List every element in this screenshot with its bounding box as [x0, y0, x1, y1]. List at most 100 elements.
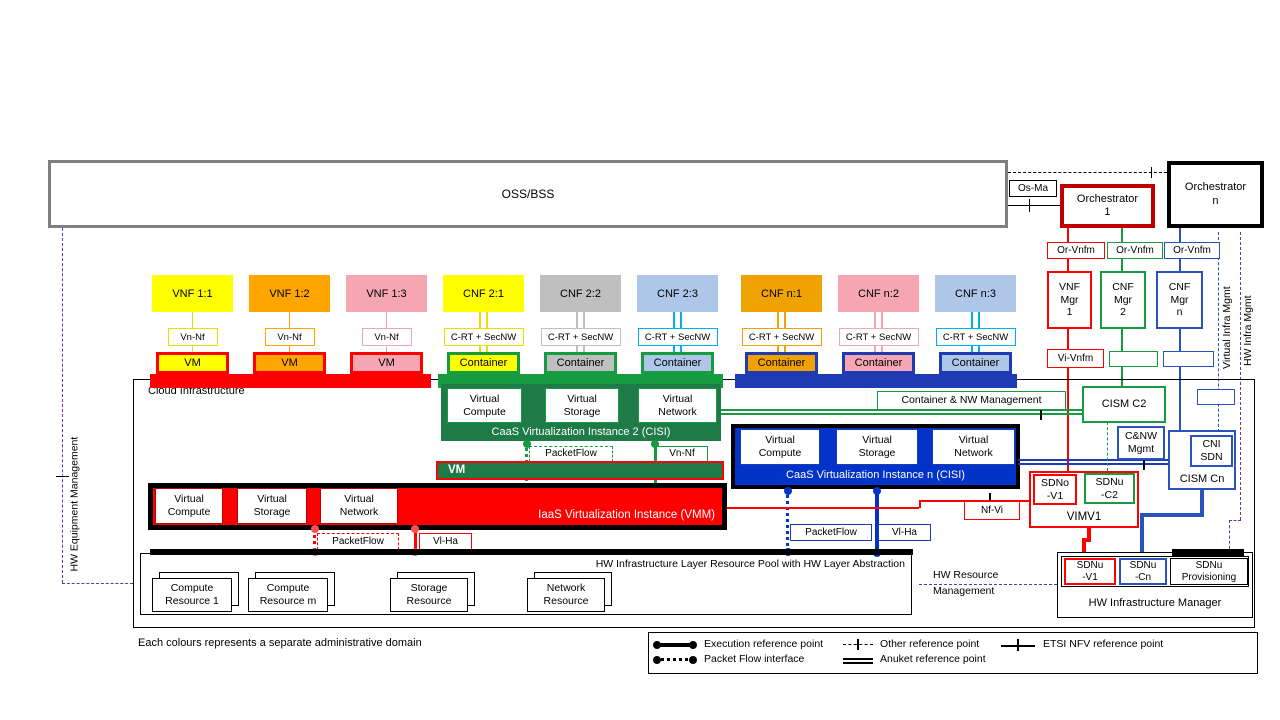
hw-resource-mgmt-label: HW Resource Management: [933, 569, 999, 598]
nf-box: CNF 2:3: [637, 275, 718, 312]
nf-box: CNF 2:1: [443, 275, 524, 312]
hw-infra-mgmt-line-jog: [1229, 520, 1241, 521]
vim-sdnu-red-link-v1: [1087, 528, 1091, 541]
or-vnfm-blue: Or-Vnfm: [1164, 242, 1220, 259]
nf-iface-label: C-RT + SecNW: [741, 328, 822, 346]
other-ref-tick: [1151, 167, 1152, 178]
os-ma-line: [1008, 205, 1060, 206]
iaas-vlha-label: Vl-Ha: [419, 533, 472, 550]
resource-box: Compute Resource 1: [152, 578, 232, 612]
iaas-packetflow-label: PacketFlow: [317, 533, 399, 550]
iaas-domain-bar: [150, 374, 431, 388]
nf-box: VNF 1:1: [152, 275, 233, 312]
hw-abstraction-bar: [150, 549, 913, 555]
legend-other-label: Other reference point: [880, 638, 980, 650]
mgmt-small-blue-box: [1197, 389, 1235, 405]
iaas-title: IaaS Virtualization Instance (VMM): [538, 509, 715, 521]
execution-ref-dot: [689, 641, 697, 649]
nf-box: CNF 2:2: [540, 275, 621, 312]
caasn-vlha-line: [875, 489, 879, 554]
virtual-infra-mgmt-label: Virtual Infra Mgmt: [1221, 286, 1233, 369]
sdnu-c2-box: SDNu -C2: [1084, 473, 1135, 504]
sdno-v1-box: SDNo -V1: [1033, 474, 1077, 505]
nf-runtime-box: VM: [156, 352, 229, 374]
nf-box: CNF n:1: [741, 275, 822, 312]
legend-execution-label: Execution reference point: [704, 638, 824, 650]
or-vnfm-green: Or-Vnfm: [1107, 242, 1163, 259]
exec-dot: [411, 525, 419, 533]
caas2-virtual-network: Virtual Network: [638, 388, 717, 423]
sdnu-v1-box: SDNu -V1: [1064, 558, 1116, 585]
nf-iface-label: C-RT + SecNW: [637, 328, 718, 346]
anuket-blue-line-a: [1018, 459, 1168, 461]
nf-runtime-box: Container: [544, 352, 617, 374]
packet-dot: [784, 487, 792, 495]
nf-iface-label: Vn-Nf: [264, 328, 315, 346]
virtual-infra-mgmt-line: [1218, 232, 1219, 437]
sdnu-cn-box: SDNu -Cn: [1119, 558, 1167, 585]
packet-dot: [311, 525, 319, 533]
oss-bss-label: OSS/BSS: [501, 186, 555, 201]
cloud-infrastructure-label: Cloud Infrastructure: [148, 385, 245, 397]
cism-sdnu-blue-link-v2: [1140, 513, 1144, 558]
nf-vi-line-1: [727, 507, 919, 509]
anuket-ref-icon-a: [843, 658, 873, 660]
hw-equipment-mgmt-line: [62, 228, 63, 583]
cism-c2-box: CISM C2: [1082, 386, 1166, 423]
caasn-domain-bar: [735, 374, 1017, 388]
nf-runtime-box: Container: [842, 352, 915, 374]
caas2-virtual-storage: Virtual Storage: [545, 388, 619, 423]
caasn-virtual-storage: Virtual Storage: [836, 429, 918, 465]
iaas-virtual-storage: Virtual Storage: [237, 488, 307, 524]
nf-iface-label: C-RT + SecNW: [935, 328, 1016, 346]
orchn-cnfm-blue-line: [1179, 228, 1181, 437]
nf-iface-label: Vn-Nf: [361, 328, 412, 346]
hw-pool-title: HW Infrastructure Layer Resource Pool wi…: [595, 558, 905, 570]
iaas-vlha-line: [413, 528, 417, 552]
sdnu-prov-bar: [1172, 549, 1244, 556]
exec-dot: [523, 440, 531, 448]
iaas-virtual-network: Virtual Network: [320, 488, 398, 524]
hw-equipment-mgmt-tick: [56, 476, 69, 477]
nf-box: CNF n:3: [935, 275, 1016, 312]
caasn-packetflow-line: [786, 489, 789, 552]
orchestrator-n-box: Orchestrator n: [1167, 161, 1264, 228]
cnf-mgr-n-box: CNF Mgr n: [1156, 271, 1203, 329]
other-ref-line-oss-orchn: [1008, 172, 1167, 173]
sdnu-provisioning-box: SDNu Provisioning: [1170, 558, 1248, 585]
exec-dot: [651, 440, 659, 448]
packet-flow-dot: [689, 656, 697, 664]
anuket-blue-line-b: [1018, 463, 1168, 465]
caasn-virtual-compute: Virtual Compute: [740, 429, 820, 465]
cnf-mgr-2-box: CNF Mgr 2: [1100, 271, 1146, 329]
vimv1-label: VIMV1: [1066, 511, 1102, 523]
execution-ref-dot: [653, 641, 661, 649]
cni-sdn-box: CNI SDN: [1190, 435, 1233, 467]
nf-runtime-box: Container: [447, 352, 520, 374]
iaas-box: [148, 483, 727, 530]
hw-infra-mgmt-line-bottom: [1229, 520, 1230, 549]
packet-flow-dot: [653, 656, 661, 664]
or-vnfm-red: Or-Vnfm: [1047, 242, 1105, 259]
nf-runtime-box: Container: [641, 352, 714, 374]
vm-layer-label: VM: [448, 464, 466, 476]
etsi-ref-icon-tick: [1017, 639, 1019, 651]
nf-box: CNF n:2: [838, 275, 919, 312]
vi-vnfm-green-empty: [1109, 351, 1158, 367]
caasn-virtual-network: Virtual Network: [932, 429, 1015, 465]
vi-vnfm-label: Vi-Vnfm: [1047, 349, 1104, 368]
caas2-vnnf-label: Vn-Nf: [656, 446, 708, 462]
legend-etsi-label: ETSI NFV reference point: [1043, 638, 1164, 650]
anuket-green-tick: [1040, 404, 1042, 420]
nf-vi-tick: [989, 493, 991, 507]
legend-box: [648, 632, 1258, 674]
nf-box: VNF 1:2: [249, 275, 330, 312]
nf-runtime-box: Container: [939, 352, 1012, 374]
hw-infra-manager-label: HW Infrastructure Manager: [1088, 597, 1222, 609]
vm-layer-bar: VM: [436, 461, 724, 480]
hw-infra-mgmt-line: [1240, 232, 1241, 520]
hw-infra-manager-strip: [1061, 556, 1249, 587]
nf-runtime-box: VM: [253, 352, 326, 374]
vi-vnfm-blue-empty: [1163, 351, 1214, 367]
packet-flow-icon: [656, 658, 694, 661]
